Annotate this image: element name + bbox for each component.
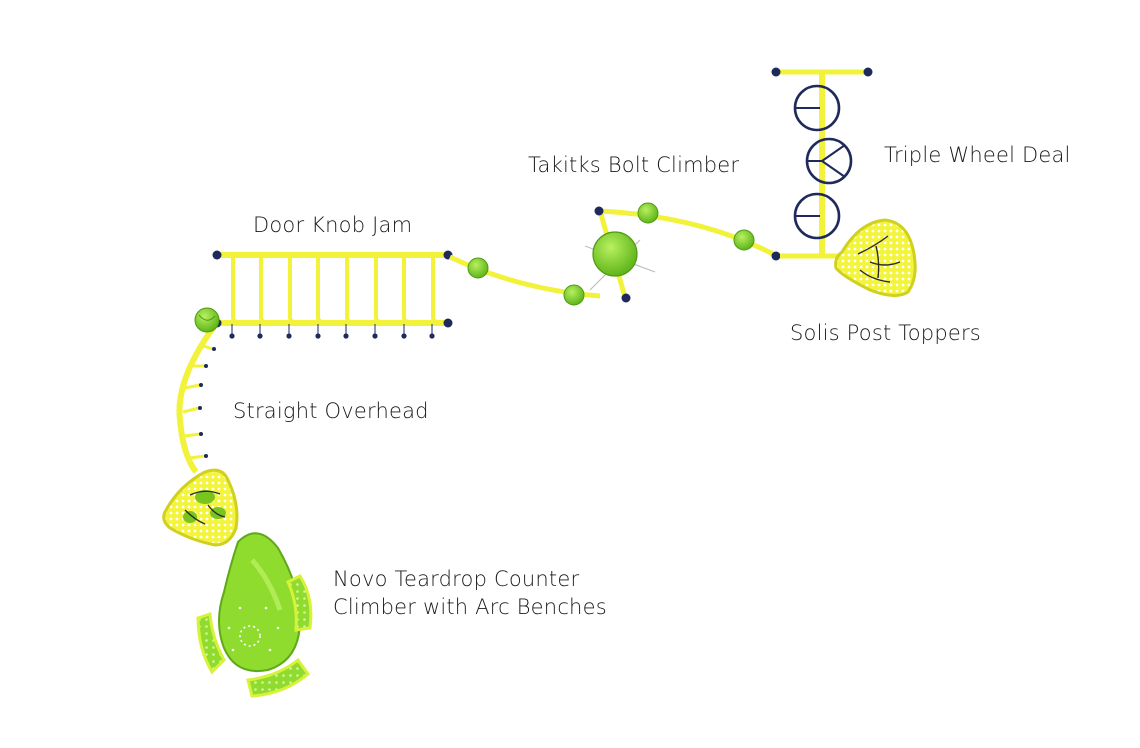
arc-bench-right (286, 574, 313, 632)
label-solis-post-toppers: Solis Post Toppers (790, 321, 981, 345)
label-triple-wheel-deal: Triple Wheel Deal (884, 143, 1071, 167)
solis-post-topper-right (834, 218, 917, 297)
label-straight-overhead: Straight Overhead (233, 399, 429, 423)
label-novo-line-1: Novo Teardrop Counter (333, 567, 580, 591)
arc-bench-left (196, 611, 226, 675)
straight-overhead-structure (176, 307, 220, 474)
solis-post-topper-left (162, 468, 239, 547)
label-novo-teardrop: Novo Teardrop Counter Climber with Arc B… (333, 565, 607, 621)
door-knob-jam-structure (212, 250, 453, 339)
novo-teardrop-counter-climber (218, 532, 302, 672)
label-takitks-bolt-climber: Takitks Bolt Climber (528, 153, 740, 177)
connector-beam-1 (448, 254, 601, 306)
label-novo-line-2: Climber with Arc Benches (333, 595, 607, 619)
takitks-bolt-climber-structure (584, 202, 781, 303)
triple-wheel-deal-structure (771, 67, 873, 259)
label-door-knob-jam: Door Knob Jam (253, 213, 413, 237)
arc-bench-bottom (246, 657, 311, 698)
